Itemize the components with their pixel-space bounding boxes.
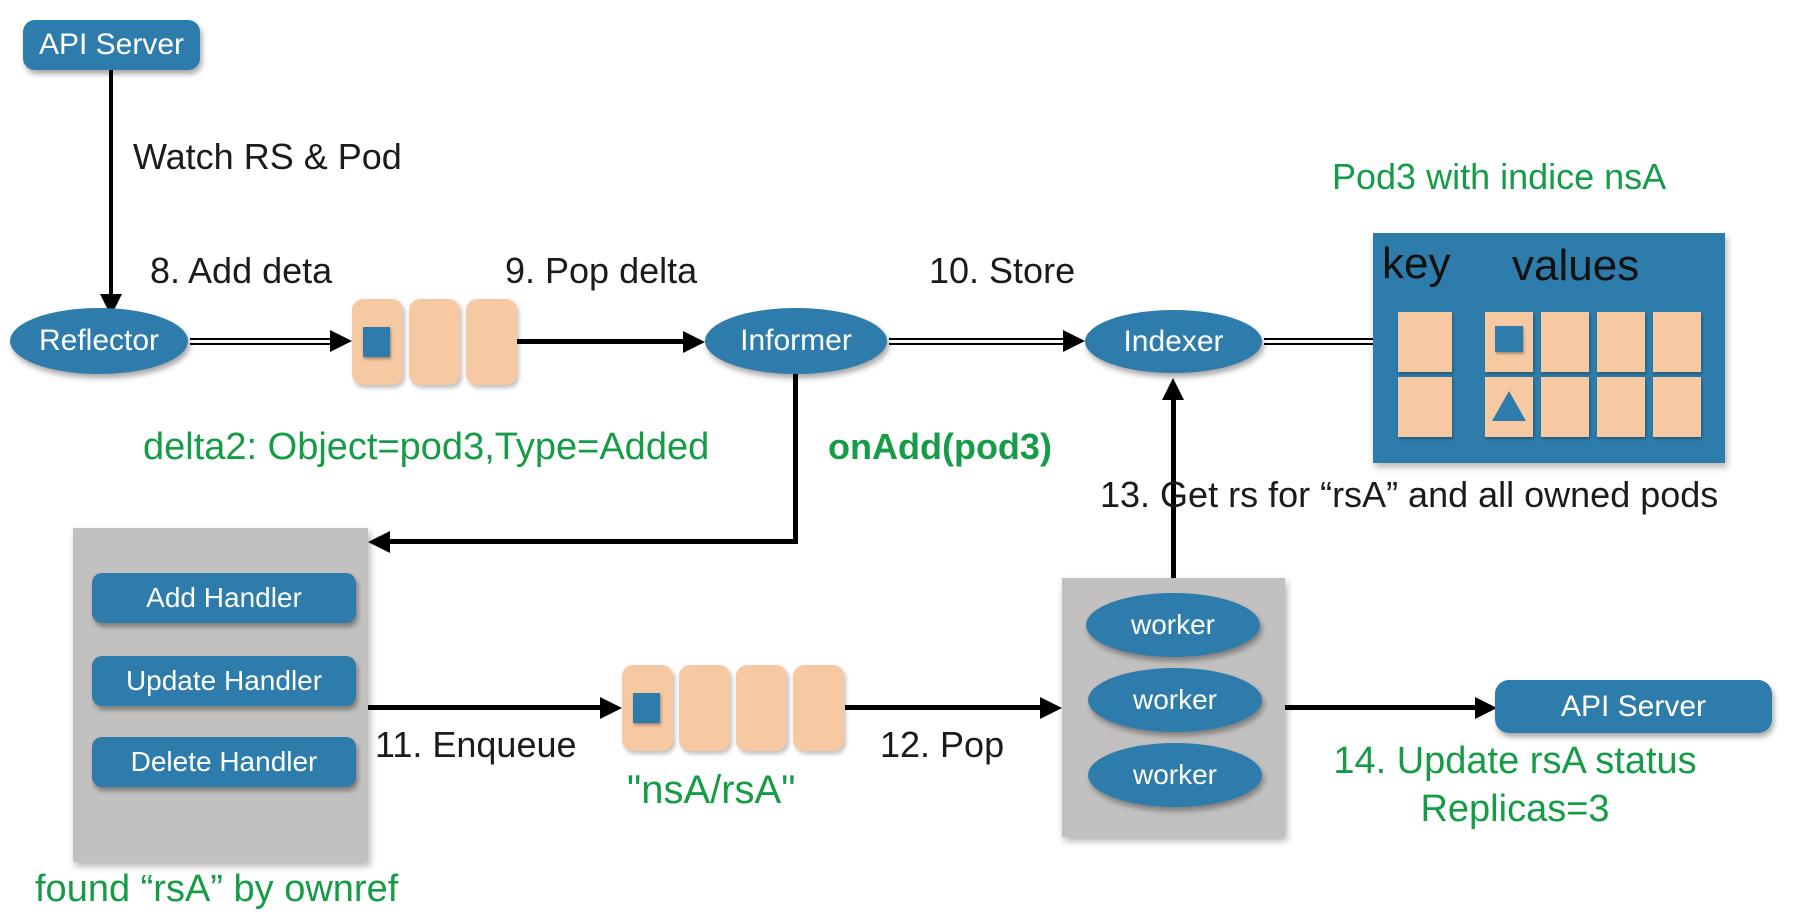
table-key-cell [1398, 377, 1452, 437]
arrow-informer-elbow-horizontal [390, 539, 798, 544]
table-values-header: values [1512, 241, 1640, 290]
informer-node: Informer [705, 308, 887, 374]
arrow-workqueue-to-workers-line [845, 705, 1040, 710]
delta2-note: delta2: Object=pod3,Type=Added [143, 426, 710, 468]
queue-cell [409, 299, 460, 385]
arrow-informer-to-indexer-line [889, 338, 1063, 345]
table-value-cell [1485, 377, 1533, 437]
arrow-workers-to-indexer-head [1162, 378, 1184, 400]
step12-label: 12. Pop [880, 724, 1005, 765]
table-value-cell [1597, 377, 1645, 437]
table-value-cell [1653, 377, 1701, 437]
arrow-indexer-to-table-line [1264, 338, 1376, 345]
queue-item-square-icon [633, 693, 660, 723]
queue-cell [793, 665, 844, 751]
arrow-workers-to-apiserver-head [1475, 697, 1497, 719]
reflector-node: Reflector [10, 308, 188, 374]
step14-line2: Replicas=3 [1420, 787, 1610, 830]
step9-label: 9. Pop delta [505, 250, 698, 291]
watch-label: Watch RS & Pod [133, 136, 402, 177]
table-value-cell [1541, 312, 1589, 372]
step11-label: 11. Enqueue [375, 724, 577, 765]
index-table: key values [1373, 233, 1725, 463]
arrow-reflector-to-deltaqueue-head [330, 330, 352, 352]
indexer-node: Indexer [1085, 310, 1262, 373]
delete-handler-node: Delete Handler [92, 737, 356, 787]
queue-cell [736, 665, 787, 751]
arrow-deltaqueue-to-informer-head [683, 331, 705, 353]
pod-square-icon [1495, 326, 1523, 352]
table-value-cell [1597, 312, 1645, 372]
pod-triangle-icon [1492, 391, 1526, 421]
queue-cell [466, 299, 517, 385]
api-server-top-node: API Server [23, 20, 200, 70]
step10-label: 10. Store [929, 250, 1076, 291]
arrow-workers-to-apiserver-line [1285, 705, 1475, 710]
step14-note: 14. Update rsA status Replicas=3 [1310, 738, 1720, 833]
worker-node-3: worker [1088, 743, 1262, 807]
arrow-workers-to-indexer-line [1171, 400, 1176, 578]
step8-label: 8. Add deta [150, 250, 333, 291]
arrow-apiserver-to-reflector-line [109, 70, 113, 298]
table-value-cell [1541, 377, 1589, 437]
worker-node-1: worker [1086, 593, 1260, 657]
work-queue-key-label: "nsA/rsA" [627, 768, 796, 812]
arrow-informer-to-indexer-head [1063, 330, 1085, 352]
api-server-bottom-node: API Server [1495, 680, 1772, 733]
step13-label: 13. Get rs for “rsA” and all owned pods [1100, 474, 1719, 515]
table-values-grid [1485, 312, 1701, 437]
table-value-cell [1653, 312, 1701, 372]
arrow-deltaqueue-to-informer-line [517, 339, 685, 344]
queue-item-square-icon [363, 327, 390, 357]
step14-line1: 14. Update rsA status [1333, 740, 1697, 782]
arrow-informer-to-handlers-head [368, 531, 390, 553]
work-queue [622, 665, 844, 751]
found-rsa-note: found “rsA” by ownref [35, 868, 399, 910]
table-key-header: key [1382, 239, 1451, 288]
delta-queue [352, 299, 517, 385]
table-key-column [1398, 312, 1452, 437]
arrow-handlers-to-workqueue-line [368, 705, 600, 710]
arrow-handlers-to-workqueue-head [600, 697, 622, 719]
worker-node-2: worker [1088, 668, 1262, 732]
arrow-workqueue-to-workers-head [1040, 697, 1062, 719]
onadd-note: onAdd(pod3) [828, 426, 1052, 467]
table-value-cell [1485, 312, 1533, 372]
queue-cell [679, 665, 730, 751]
table-key-cell [1398, 312, 1452, 372]
arrow-reflector-to-deltaqueue-line [190, 338, 332, 345]
queue-cell [352, 299, 403, 385]
pod3-indice-note: Pod3 with indice nsA [1332, 156, 1667, 197]
update-handler-node: Update Handler [92, 656, 356, 706]
arrow-informer-elbow-vertical [793, 374, 798, 543]
add-handler-node: Add Handler [92, 573, 356, 623]
queue-cell [622, 665, 673, 751]
